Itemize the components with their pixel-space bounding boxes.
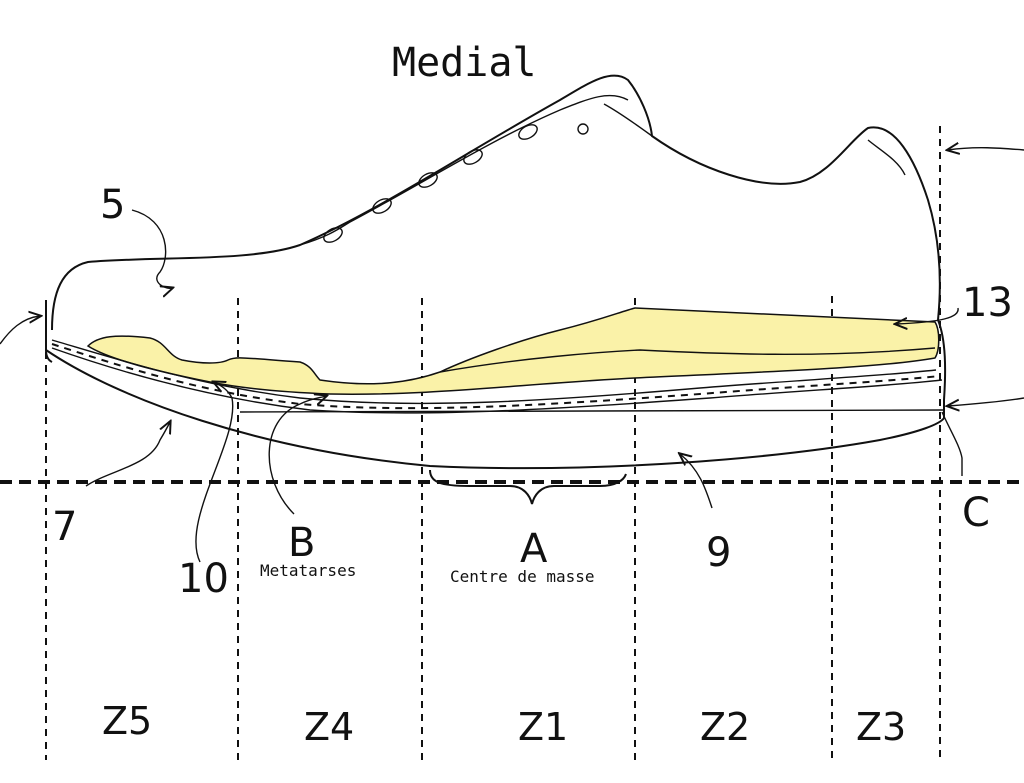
lace-loop [463, 149, 483, 165]
yellow-insert [86, 307, 940, 395]
callout-c: C [962, 490, 990, 536]
zone-dividers [45, 126, 941, 760]
zone-label-z5: Z5 [102, 699, 152, 743]
zone-label-z2: Z2 [700, 705, 750, 749]
region-a-caption: Centre de masse [450, 567, 595, 586]
lace-loop [323, 227, 343, 243]
callout-13: 13 [962, 280, 1013, 326]
lace-loop [418, 172, 438, 188]
shoe-upper [51, 74, 941, 331]
lace-loop [372, 198, 392, 214]
title-medial: Medial [392, 40, 537, 86]
callout-5: 5 [100, 182, 125, 228]
eyelet [577, 123, 589, 135]
mass-center-brace [429, 469, 627, 505]
callout-10: 10 [178, 556, 229, 602]
zone-label-z3: Z3 [856, 705, 906, 749]
callout-9: 9 [706, 530, 731, 576]
region-b-letter: B [288, 520, 315, 566]
callout-7: 7 [52, 504, 77, 550]
region-b-caption: Metatarses [260, 561, 356, 580]
zone-label-z4: Z4 [304, 705, 354, 749]
lace-loop [518, 124, 538, 140]
zone-label-z1: Z1 [518, 705, 568, 749]
outsole [45, 349, 945, 470]
region-a-letter: A [520, 526, 548, 572]
